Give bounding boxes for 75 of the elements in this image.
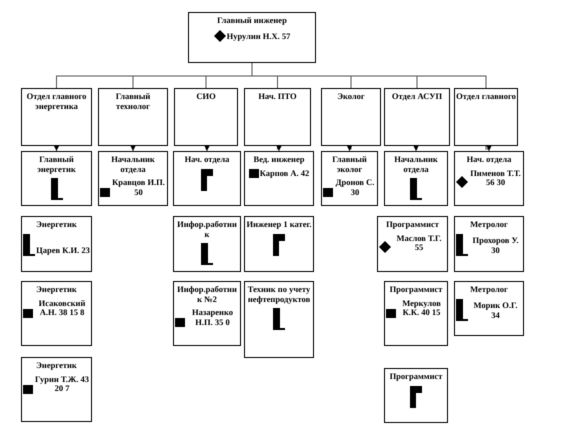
position-box <box>321 151 378 206</box>
position-box <box>21 281 92 346</box>
employee-name: Морик О.Г. 34 <box>472 301 519 321</box>
department-name: Главный технолог <box>114 92 152 112</box>
job-title: Техник по учету нефтепродуктов <box>246 285 312 304</box>
position-box <box>454 151 524 206</box>
position-box <box>173 216 241 272</box>
employee-name: Пименов Т.Т. 56 30 <box>469 168 522 188</box>
department-name: Эколог <box>337 92 365 102</box>
arrow <box>204 144 210 152</box>
position-box <box>454 216 524 272</box>
department-box <box>321 88 381 146</box>
position-box <box>21 357 92 422</box>
department-box <box>244 88 311 146</box>
employee-name: Назаренко Н.П. 35 0 <box>191 308 234 328</box>
job-title: Вед. инженер <box>254 155 304 165</box>
position-box <box>173 281 241 346</box>
job-title: Программист <box>386 220 439 230</box>
employee-name: Гурин Т.Ж. 43 20 7 <box>34 374 90 394</box>
job-title: Начальник отдела <box>393 155 439 174</box>
position-box <box>244 281 314 358</box>
arrow <box>130 144 136 152</box>
job-title: Метролог <box>470 285 508 295</box>
position-box <box>377 216 448 272</box>
arrow <box>412 144 420 152</box>
job-title: Нач. отдела <box>184 155 230 165</box>
position-box <box>384 151 448 206</box>
department-box <box>21 88 92 146</box>
position-box <box>244 151 314 206</box>
position-box <box>384 281 448 346</box>
job-title: Энергетик <box>36 220 77 230</box>
job-title: Главный инженер <box>217 16 287 26</box>
employee-name: Царев К.И. 23 <box>36 246 90 256</box>
department-name: Отдел главного <box>456 92 516 102</box>
arrow <box>346 144 353 152</box>
arrow <box>276 144 282 152</box>
department-box <box>454 88 518 146</box>
arrow <box>53 144 60 152</box>
employee-name: Прохоров У. 30 <box>471 236 520 256</box>
employee-name: Дронов С. 30 <box>334 178 376 198</box>
employee-name: Карпов А. 42 <box>260 168 310 178</box>
position-box <box>244 216 314 272</box>
department-name: Отдел АСУП <box>392 92 442 102</box>
job-title: Начальник отдела <box>110 155 156 174</box>
employee-name: Нурулин Н.Х. 57 <box>226 32 290 42</box>
department-name: Отдел главного энергетика <box>26 92 88 112</box>
job-title: Энергетик <box>36 285 77 295</box>
department-name: Нач. ПТО <box>258 92 297 102</box>
head-position-box <box>188 12 316 63</box>
job-title: Энергетик <box>36 361 77 371</box>
position-box <box>173 151 241 206</box>
department-box <box>384 88 450 146</box>
arrow <box>486 144 492 152</box>
job-title: Метролог <box>470 220 508 230</box>
department-name: СИО <box>196 92 216 102</box>
department-box <box>98 88 168 146</box>
position-box <box>98 151 168 206</box>
job-title: Нач. отдела <box>466 155 512 165</box>
employee-name: Маслов Т.Г. 55 <box>395 234 443 253</box>
employee-name: Меркулов К.К. 40 15 <box>401 298 442 318</box>
job-title: Главный энергетик <box>36 155 77 174</box>
position-box <box>454 281 524 336</box>
employee-name: Исаковский А.Н. 38 15 8 <box>38 298 86 318</box>
position-box <box>21 216 92 272</box>
position-box <box>21 151 92 206</box>
employee-name: Кравцов И.П. 50 <box>111 178 166 198</box>
job-title: Программист <box>390 285 442 295</box>
job-title: Инфор.работник №2 <box>176 285 238 304</box>
job-title: Программист <box>390 372 442 382</box>
job-title: Главный эколог <box>331 155 368 174</box>
job-title: Инженер 1 катег. <box>246 220 312 230</box>
job-title: Инфор.работник <box>176 220 238 240</box>
department-box <box>174 88 238 146</box>
connector-line <box>252 62 486 88</box>
position-box <box>384 368 448 423</box>
